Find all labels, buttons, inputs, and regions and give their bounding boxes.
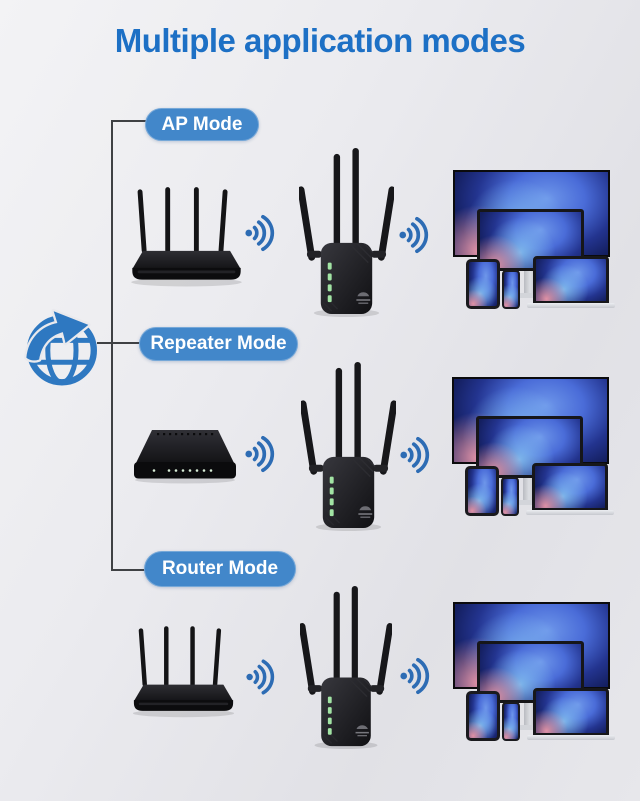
tablet-image <box>466 691 500 741</box>
mode-label-ap-text: AP Mode <box>161 113 243 135</box>
phone-image <box>502 702 520 741</box>
wifi-signal-icon <box>399 213 429 257</box>
ap-mode-extender-image <box>299 148 394 318</box>
mode-label-router-text: Router Mode <box>161 558 279 579</box>
monitor-stand-base <box>510 293 552 298</box>
connector-line-router <box>111 569 147 571</box>
ap-mode-router-image <box>128 185 245 287</box>
monitor-stand-base <box>510 725 552 730</box>
mode-label-repeater: Repeater Mode <box>139 327 298 361</box>
page-title: Multiple application modes <box>114 22 526 59</box>
connector-line-vertical <box>111 120 113 571</box>
laptop-screen-image <box>533 256 609 304</box>
monitor-stand-base <box>509 500 551 505</box>
tablet-image <box>465 466 499 516</box>
repeater-mode-devices-collage <box>452 377 614 519</box>
internet-globe-arrow-icon <box>20 297 102 391</box>
monitor-image <box>477 641 584 703</box>
phone-image <box>501 477 519 516</box>
laptop-screen-image <box>533 688 609 736</box>
wifi-signal-icon <box>400 433 430 477</box>
laptop-base <box>527 303 615 308</box>
laptop-base <box>526 510 614 515</box>
laptop-base <box>527 735 615 740</box>
repeater-mode-modem-image <box>132 428 238 484</box>
repeater-mode-extender-image <box>301 362 396 532</box>
connector-line-repeater <box>97 342 141 344</box>
tablet-image <box>466 259 500 309</box>
wifi-signal-icon <box>245 211 275 255</box>
mode-label-repeater-text: Repeater Mode <box>150 333 287 354</box>
router-mode-devices-collage <box>453 602 615 744</box>
mode-label-ap: AP Mode <box>145 108 259 141</box>
monitor-image <box>477 209 584 271</box>
router-mode-extender-image <box>300 586 392 750</box>
ap-mode-devices-collage <box>453 170 615 312</box>
router-mode-router-image <box>130 622 237 720</box>
mode-label-router: Router Mode <box>144 551 296 587</box>
laptop-screen-image <box>532 463 608 511</box>
wifi-signal-icon <box>400 654 430 698</box>
wifi-signal-icon <box>246 656 275 698</box>
connector-line-ap <box>111 120 147 122</box>
phone-image <box>502 270 520 309</box>
wifi-signal-icon <box>245 432 275 476</box>
